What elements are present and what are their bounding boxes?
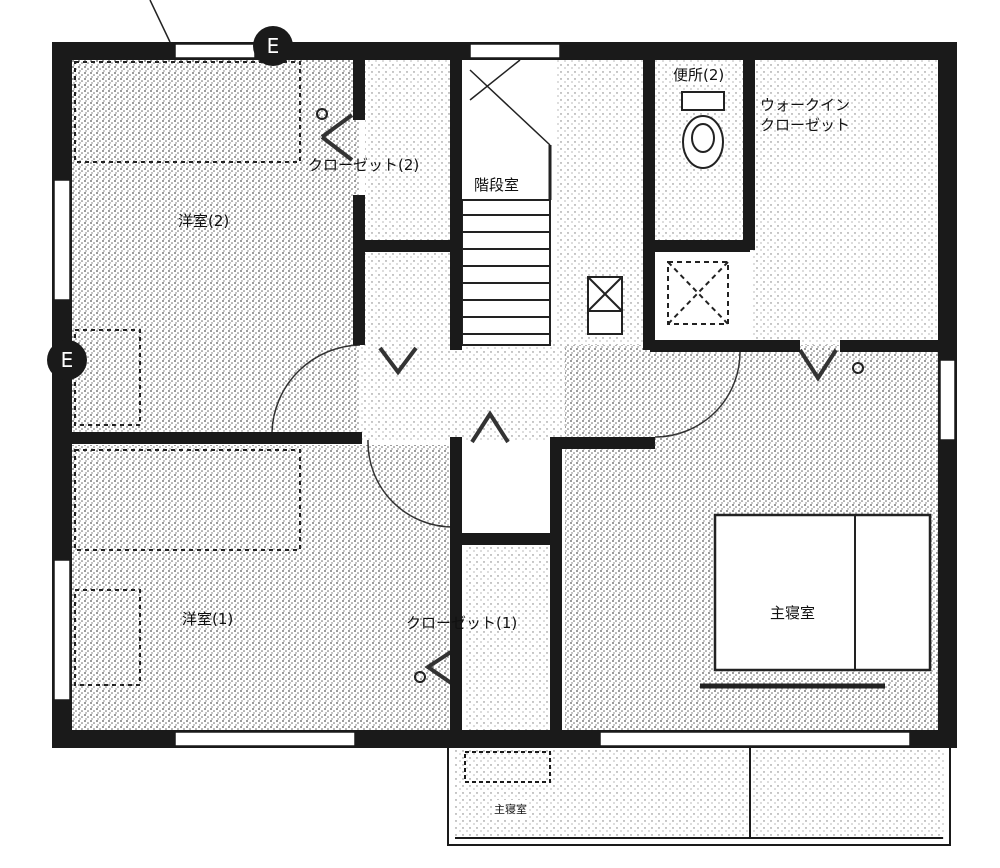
label-walkin-line1: ウォークイン xyxy=(760,96,851,114)
wall-western-divider xyxy=(72,432,362,444)
wall-master-top-left xyxy=(550,437,655,449)
label-western-2: 洋室(2) xyxy=(178,212,230,230)
label-toilet-2: 便所(2) xyxy=(673,66,725,85)
door-swings xyxy=(271,113,838,687)
wall-closet1-top xyxy=(455,533,555,545)
marker-e-left: E xyxy=(47,340,87,380)
toilet-tank xyxy=(681,91,725,111)
light-point-master xyxy=(852,362,864,374)
label-closet-1: クローゼット(1) xyxy=(406,614,518,632)
wall-master-left xyxy=(550,437,562,737)
wall-hall-center xyxy=(450,437,462,737)
marker-e-top: E xyxy=(253,26,293,66)
label-walkin-line2: クローゼット xyxy=(760,116,851,134)
closet-2-floor xyxy=(365,60,450,245)
label-closet-2: クローゼット(2) xyxy=(308,156,420,174)
bed xyxy=(713,513,932,672)
wall-walkin-bottom xyxy=(650,340,800,352)
storage-x-box xyxy=(667,261,729,325)
wall-closet2-left-lower xyxy=(353,195,365,345)
wall-closet2-bottom xyxy=(360,240,452,252)
label-master-bedroom: 主寝室 xyxy=(770,604,816,623)
wall-walkin-bottom-right xyxy=(840,340,950,352)
balcony-floor xyxy=(455,745,945,840)
closet-1-floor xyxy=(465,545,550,730)
annotation-arrow xyxy=(149,0,171,43)
light-point-closet-1 xyxy=(414,671,426,683)
walk-in-closet-floor xyxy=(752,60,942,345)
western-1-bed xyxy=(74,449,301,551)
wall-stair-left xyxy=(450,60,462,350)
wall-toilet-bottom xyxy=(650,240,750,252)
wall-closet2-left xyxy=(353,60,365,120)
label-western-1: 洋室(1) xyxy=(182,610,234,628)
room-western-1-floor xyxy=(72,445,452,730)
light-point-closet-2 xyxy=(316,108,328,120)
toilet-bowl xyxy=(682,115,724,169)
western-2-bed xyxy=(74,61,301,163)
room-western-2-floor xyxy=(72,60,360,435)
staircase xyxy=(461,59,552,346)
windows xyxy=(53,43,956,747)
label-balcony: 主寝室 xyxy=(494,800,527,819)
wall-toilet-right xyxy=(743,60,755,250)
floor-areas xyxy=(72,60,945,840)
fixtures xyxy=(74,61,932,689)
label-stairs: 階段室 xyxy=(474,176,520,195)
desk-1 xyxy=(74,589,141,686)
wall-stair-right xyxy=(643,60,655,350)
hall-storage-floor xyxy=(365,250,450,340)
balcony-rail xyxy=(447,748,951,846)
